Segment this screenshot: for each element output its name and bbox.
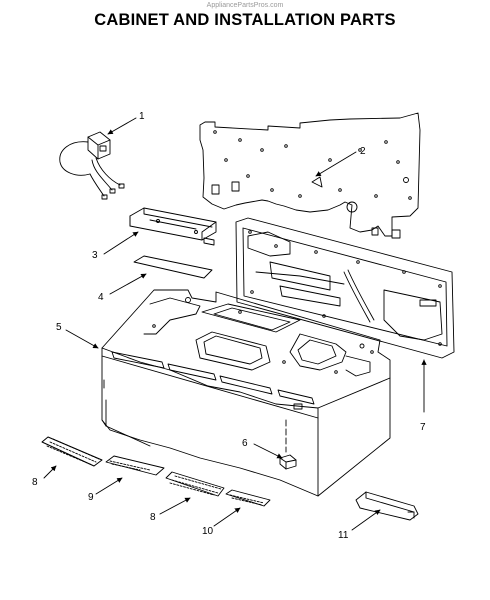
part-5-cabinet [101,289,391,497]
callout-5: 5 [56,322,62,333]
part-3-bracket [129,207,217,246]
part-9-filter-panel [105,455,165,476]
callout-4: 4 [98,292,104,303]
leader-lines [43,117,427,531]
part-8-grille-left [41,436,103,467]
callout-10: 10 [202,526,214,537]
part-6-clip [279,454,297,470]
callout-8b: 8 [150,512,156,523]
page-title: CABINET AND INSTALLATION PARTS [94,11,396,29]
callout-3: 3 [92,250,98,261]
callout-7: 7 [420,422,426,433]
callout-1: 1 [139,111,145,122]
part-2-mounting-plate [199,112,421,239]
callout-2: 2 [360,146,366,157]
callout-9: 9 [88,492,94,503]
part-8-grille-right [165,471,225,497]
watermark: AppliancePartsPros.com [206,2,284,9]
callout-11: 11 [338,530,349,541]
callout-8a: 8 [32,477,38,488]
callout-labels: 1 2 3 4 5 6 7 8 9 8 10 11 [32,111,426,541]
part-4-flat-panel [133,255,213,279]
part-11-cover-plate [355,491,419,521]
callout-6: 6 [242,438,248,449]
part-1-switch-assembly [59,131,125,200]
part-10-small-grille [225,489,271,507]
part-7-rear-panel [235,217,455,359]
